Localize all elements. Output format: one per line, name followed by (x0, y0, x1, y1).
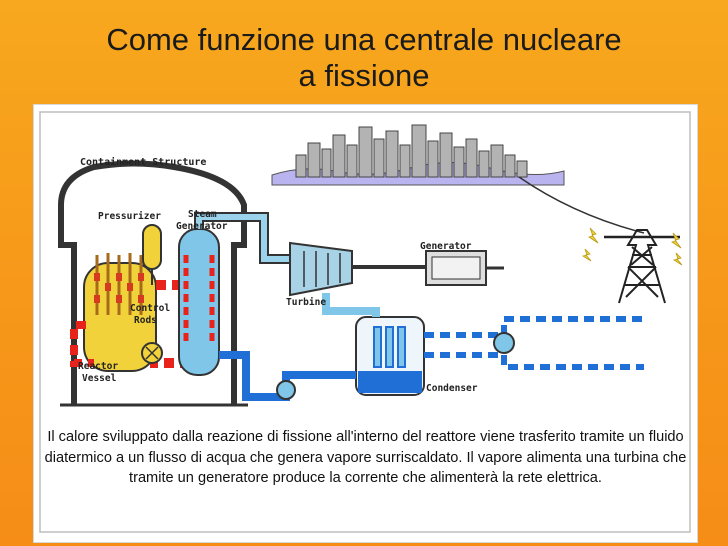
label-rods: Rods (134, 315, 157, 326)
transmission-tower-icon (604, 229, 680, 304)
title-line-2: a fissione (298, 58, 430, 93)
city-skyline (271, 124, 565, 186)
feedwater-line (219, 351, 356, 401)
label-pressurizer: Pressurizer (98, 211, 161, 222)
feedwater-pump-icon (276, 380, 296, 400)
caption-text: Il calore sviluppato dalla reazione di f… (44, 429, 687, 486)
label-containment: Containment Structure (80, 156, 206, 168)
steam-line (196, 214, 290, 262)
cooling-water-out (424, 316, 644, 338)
condenser (355, 316, 425, 396)
label-turbine: Turbine (286, 297, 326, 308)
turbine (289, 241, 353, 297)
cooling-pump-icon (493, 332, 515, 354)
steam-generator (178, 228, 220, 376)
label-steam: Steam (188, 209, 217, 220)
title-line-1: Come funzione una centrale nucleare (106, 22, 622, 57)
label-reactor: Reactor (78, 361, 118, 372)
spark-icons (581, 227, 683, 266)
label-generator: Generator (420, 241, 472, 252)
diagram-frame (39, 111, 691, 533)
diagram-panel: Containment Structure Pressurizer Steam … (33, 104, 698, 543)
generator (425, 250, 504, 286)
pressurizer (142, 224, 162, 285)
label-condenser: Condenser (426, 383, 478, 394)
slide-title: Come funzione una centrale nucleare a fi… (0, 22, 728, 94)
power-line (518, 176, 645, 234)
reactor-vessel (83, 253, 157, 372)
containment-structure (58, 160, 247, 405)
label-generator-sg: Generator (176, 221, 228, 232)
nuclear-plant-diagram: Containment Structure Pressurizer Steam … (39, 111, 691, 533)
label-vessel: Vessel (82, 373, 117, 384)
label-control: Control (130, 303, 170, 314)
cooling-water-in (424, 352, 644, 370)
